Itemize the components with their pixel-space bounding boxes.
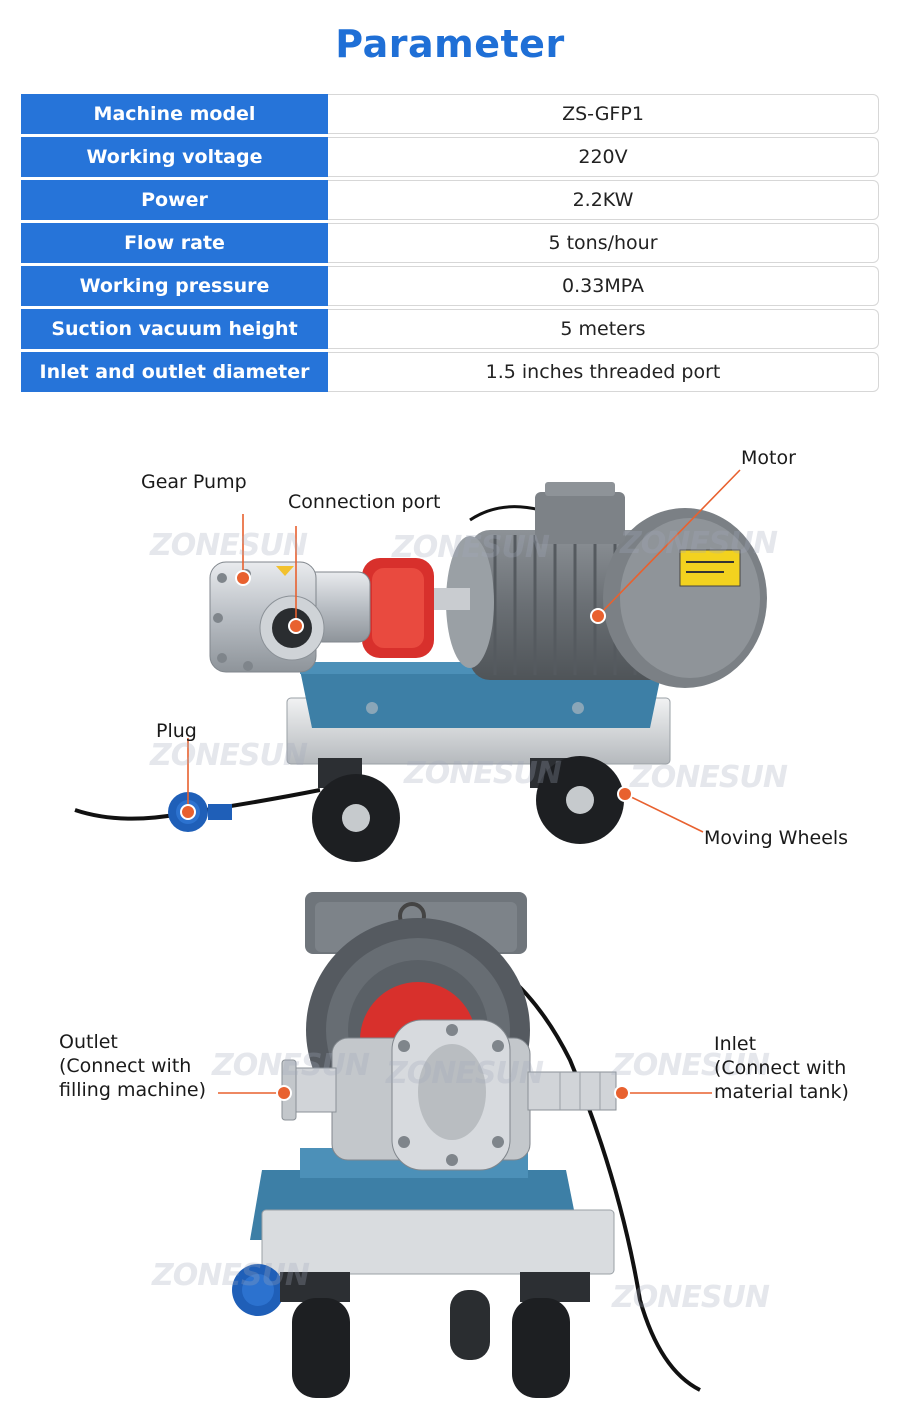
watermark: ZONESUN — [612, 1280, 770, 1315]
page-title: Parameter — [335, 22, 565, 66]
spec-row: Working pressure 0.33MPA — [21, 266, 879, 306]
gear-pump-callout: Gear Pump — [141, 471, 247, 493]
inlet-callout: Inlet (Connect with material tank) — [714, 1032, 849, 1104]
spec-row: Machine model ZS-GFP1 — [21, 94, 879, 134]
spec-table: Machine model ZS-GFP1 Working voltage 22… — [21, 94, 879, 395]
plug-callout: Plug — [156, 720, 197, 742]
spec-value: 5 meters — [328, 309, 879, 349]
spec-row: Inlet and outlet diameter 1.5 inches thr… — [21, 352, 879, 392]
spec-label: Power — [21, 180, 328, 220]
spec-label: Working voltage — [21, 137, 328, 177]
spec-label: Inlet and outlet diameter — [21, 352, 328, 392]
front-view-photo — [218, 892, 712, 1398]
connection-port-callout: Connection port — [288, 491, 441, 513]
spec-value: 220V — [328, 137, 879, 177]
watermark: ZONESUN — [392, 530, 550, 565]
watermark: ZONESUN — [404, 756, 562, 791]
watermark: ZONESUN — [620, 526, 778, 561]
front-view-figure: ZONESUN ZONESUN ZONESUN ZONESUN ZONESUN … — [0, 880, 900, 1410]
spec-row: Flow rate 5 tons/hour — [21, 223, 879, 263]
watermark: ZONESUN — [386, 1056, 544, 1091]
inlet-callout-line: (Connect with — [714, 1057, 847, 1079]
spec-label: Flow rate — [21, 223, 328, 263]
spec-row: Power 2.2KW — [21, 180, 879, 220]
watermark: ZONESUN — [150, 738, 308, 773]
spec-row: Working voltage 220V — [21, 137, 879, 177]
outlet-callout-line: filling machine) — [59, 1079, 207, 1101]
spec-label: Machine model — [21, 94, 328, 134]
watermark: ZONESUN — [630, 760, 788, 795]
watermark: ZONESUN — [150, 528, 308, 563]
outlet-callout-line: (Connect with — [59, 1055, 192, 1077]
watermark: ZONESUN — [212, 1048, 370, 1083]
spec-value: ZS-GFP1 — [328, 94, 879, 134]
inlet-callout-line: Inlet — [714, 1033, 757, 1055]
spec-label: Suction vacuum height — [21, 309, 328, 349]
outlet-callout: Outlet (Connect with filling machine) — [59, 1030, 206, 1102]
moving-wheels-callout: Moving Wheels — [704, 827, 849, 849]
motor-callout: Motor — [741, 447, 796, 469]
spec-value: 5 tons/hour — [328, 223, 879, 263]
side-view-photo — [74, 469, 767, 862]
watermark: ZONESUN — [152, 1258, 310, 1293]
side-view-figure: ZONESUN ZONESUN ZONESUN ZONESUN ZONESUN … — [0, 430, 900, 870]
outlet-callout-line: Outlet — [59, 1031, 118, 1053]
watermark: ZONESUN — [612, 1048, 770, 1083]
spec-label: Working pressure — [21, 266, 328, 306]
spec-value: 1.5 inches threaded port — [328, 352, 879, 392]
spec-row: Suction vacuum height 5 meters — [21, 309, 879, 349]
inlet-callout-line: material tank) — [714, 1081, 849, 1103]
spec-value: 2.2KW — [328, 180, 879, 220]
spec-value: 0.33MPA — [328, 266, 879, 306]
